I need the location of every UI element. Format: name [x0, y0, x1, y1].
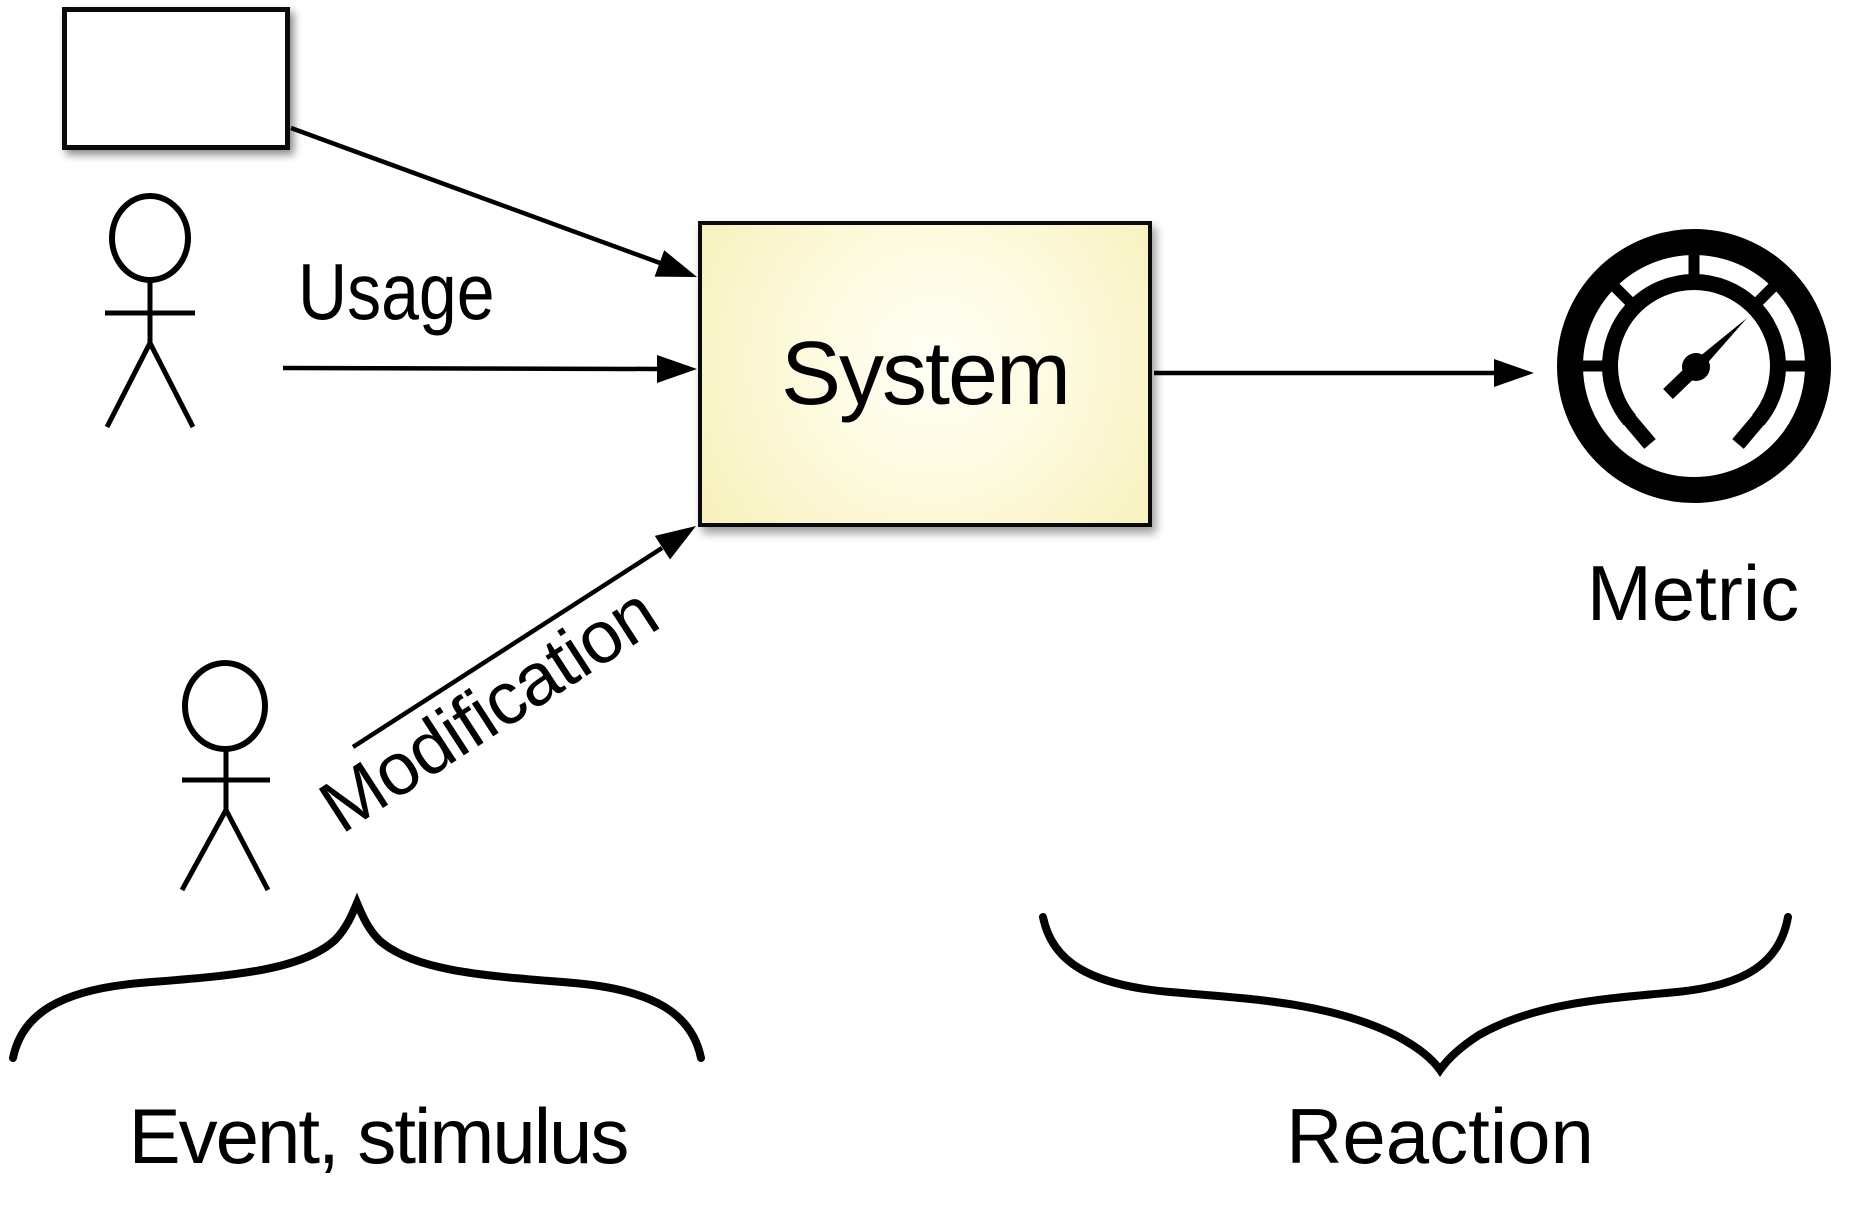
system-label: System: [780, 324, 1071, 424]
metric-label: Metric: [1586, 549, 1800, 637]
actor-modifier-icon: [179, 660, 271, 892]
usage-label: Usage: [298, 247, 495, 336]
event-stimulus-label: Event, stimulus: [128, 1092, 630, 1180]
system-box: System: [698, 221, 1152, 527]
event-brace-icon: [9, 892, 705, 1062]
gauge-icon: [1557, 229, 1831, 503]
usage-arrow: [282, 355, 697, 383]
reaction-brace-icon: [1039, 913, 1792, 1078]
reaction-label: Reaction: [1286, 1092, 1594, 1180]
document-box: [62, 7, 290, 150]
actor-user-icon: [104, 193, 196, 429]
system-output-arrow: [1154, 359, 1534, 387]
modification-label: Modification: [304, 570, 672, 849]
